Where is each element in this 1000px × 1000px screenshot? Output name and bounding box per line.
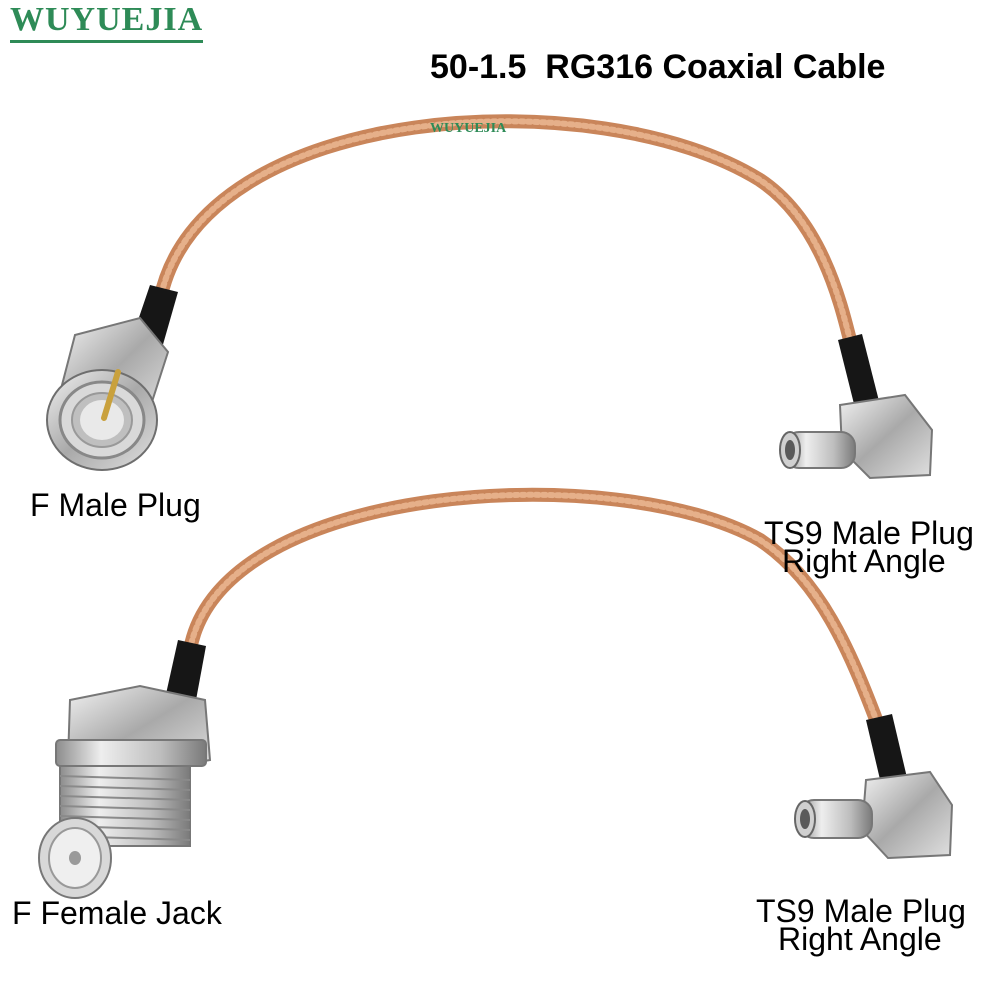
ts9-right-angle-connector-2 xyxy=(794,770,954,860)
brand-logo: WUYUEJIA xyxy=(10,2,204,43)
ts9-right-angle-connector-1 xyxy=(779,393,934,480)
label-f-female-jack: F Female Jack xyxy=(12,895,222,931)
label-ts9-male-plug-1: TS9 Male Plug xyxy=(764,515,974,551)
label-ts9-male-plug-2: TS9 Male Plug xyxy=(756,893,966,929)
label-right-angle-1: Right Angle xyxy=(782,543,946,579)
label-f-male-plug: F Male Plug xyxy=(30,487,201,523)
coax-cable-1 xyxy=(153,114,857,347)
strain-relief-boot-right-2 xyxy=(866,714,908,788)
cable-assembly-2 xyxy=(38,487,954,899)
strain-relief-boot-right-1 xyxy=(838,334,880,412)
f-female-jack-connector xyxy=(38,684,212,899)
strain-relief-boot-left-2 xyxy=(166,640,206,700)
product-title: 50-1.5 RG316 Coaxial Cable xyxy=(430,48,886,86)
label-right-angle-2: Right Angle xyxy=(778,921,942,957)
f-male-plug-connector xyxy=(46,316,170,471)
cable-watermark-1: WUYUEJIA xyxy=(430,121,507,136)
cable-assembly-1: WUYUEJIA xyxy=(46,114,934,480)
